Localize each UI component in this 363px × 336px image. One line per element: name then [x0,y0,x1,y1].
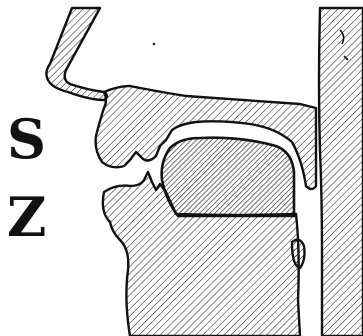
nose-shape [46,8,107,100]
label-z: Z [7,190,46,244]
stray-dot [153,43,155,45]
pharynx-wall-shape [319,8,363,336]
tongue-shape [162,138,294,216]
label-s: S [7,112,46,166]
